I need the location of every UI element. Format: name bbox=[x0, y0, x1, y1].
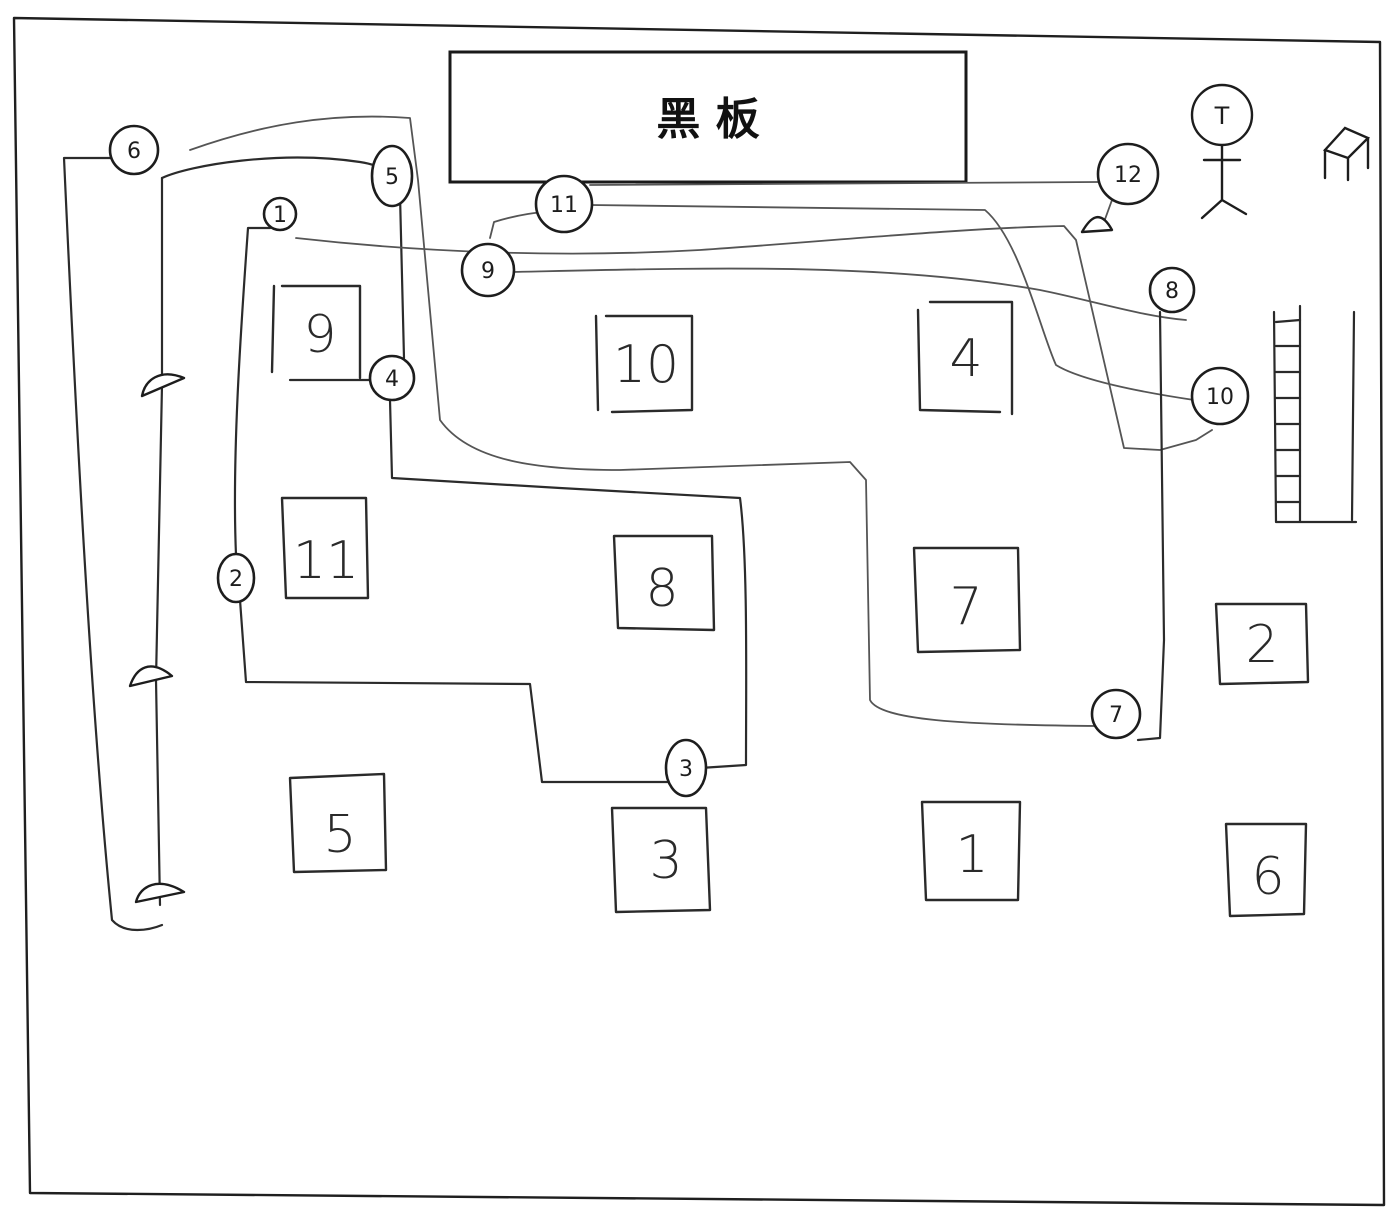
node-label: 3 bbox=[679, 757, 693, 782]
desk-label: 6 bbox=[1251, 847, 1284, 907]
desk-label: 1 bbox=[955, 825, 988, 885]
node-label: 1 bbox=[273, 203, 287, 228]
node-2: 2 bbox=[218, 554, 254, 602]
node-label: 4 bbox=[385, 367, 399, 392]
node-label: 10 bbox=[1206, 385, 1234, 410]
blackboard: 黑 板 bbox=[450, 52, 966, 182]
desk-label: 10 bbox=[613, 335, 679, 395]
teacher-label: T bbox=[1214, 102, 1230, 130]
node-5: 5 bbox=[372, 146, 412, 206]
node-9: 9 bbox=[462, 244, 514, 296]
node-label: 9 bbox=[481, 259, 495, 284]
node-4: 4 bbox=[370, 356, 414, 400]
desk-label: 8 bbox=[645, 559, 678, 619]
node-label: 6 bbox=[127, 139, 141, 164]
node-label: 8 bbox=[1165, 279, 1179, 304]
desk-label: 4 bbox=[949, 329, 982, 389]
desk-label: 11 bbox=[293, 531, 359, 591]
node-12: 12 bbox=[1098, 144, 1158, 204]
desk-label: 9 bbox=[303, 305, 336, 365]
node-8: 8 bbox=[1150, 268, 1194, 312]
node-3: 3 bbox=[666, 740, 706, 796]
node-6: 6 bbox=[110, 126, 158, 174]
desk-label: 7 bbox=[949, 577, 982, 637]
sheet-border bbox=[14, 18, 1384, 1205]
node-1: 1 bbox=[264, 198, 296, 230]
desk-label: 3 bbox=[649, 831, 682, 891]
desk-label: 5 bbox=[323, 805, 356, 865]
blackboard-label: 黑 板 bbox=[656, 94, 759, 145]
node-10: 10 bbox=[1192, 368, 1248, 424]
node-label: 5 bbox=[385, 165, 399, 190]
node-label: 12 bbox=[1114, 163, 1142, 188]
node-label: 11 bbox=[550, 193, 578, 218]
node-label: 2 bbox=[229, 567, 243, 592]
desk-label: 2 bbox=[1245, 615, 1278, 675]
node-label: 7 bbox=[1109, 703, 1123, 728]
node-11: 11 bbox=[536, 176, 592, 232]
node-7: 7 bbox=[1092, 690, 1140, 738]
